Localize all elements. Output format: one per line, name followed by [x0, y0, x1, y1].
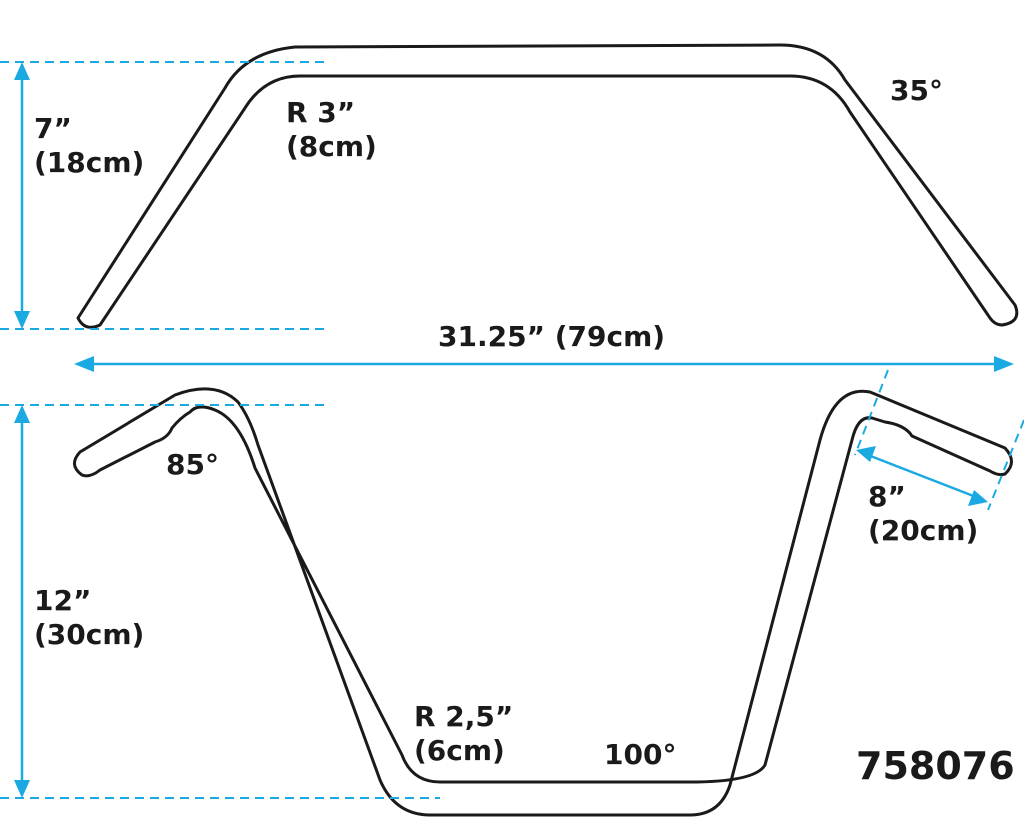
front-radius-inches: R 2,5”	[414, 700, 514, 733]
front-view-handlebar	[73, 387, 1013, 817]
top-radius-cm: (8cm)	[286, 130, 377, 163]
top-radius-inches: R 3”	[286, 96, 356, 129]
top-rise-inches: 7”	[34, 112, 72, 145]
top-rise-label: 7” (18cm)	[34, 112, 144, 180]
arrowhead	[856, 446, 876, 462]
width-label: 31.25” (79cm)	[438, 320, 666, 353]
front-height-inches: 12”	[34, 584, 92, 617]
part-number: 758076	[856, 744, 1015, 788]
grip-length-inches: 8”	[868, 480, 906, 513]
bottom-angle-label: 100°	[604, 738, 677, 771]
front-radius-cm: (6cm)	[414, 734, 505, 767]
top-rise-cm: (18cm)	[34, 146, 145, 179]
arrowhead	[74, 356, 94, 372]
grip-dimension-line	[867, 453, 977, 499]
guide-grip-outer	[987, 419, 1024, 511]
arrowhead	[14, 405, 30, 423]
arrowhead	[14, 311, 30, 329]
front-radius-label: R 2,5” (6cm)	[414, 700, 513, 768]
guide-grip-inner	[854, 369, 889, 456]
top-radius-label: R 3” (8cm)	[286, 96, 377, 164]
front-height-cm: (30cm)	[34, 618, 145, 651]
top-angle-label: 35°	[890, 74, 943, 107]
arrowhead	[994, 356, 1014, 372]
front-height-label: 12” (30cm)	[34, 584, 144, 652]
arrowhead	[968, 490, 988, 506]
grip-length-label: 8” (20cm)	[868, 480, 978, 548]
top-view-handlebar	[76, 43, 1019, 329]
left-angle-label: 85°	[166, 448, 219, 481]
arrowhead	[14, 780, 30, 798]
arrowhead	[14, 62, 30, 80]
grip-length-cm: (20cm)	[868, 514, 979, 547]
